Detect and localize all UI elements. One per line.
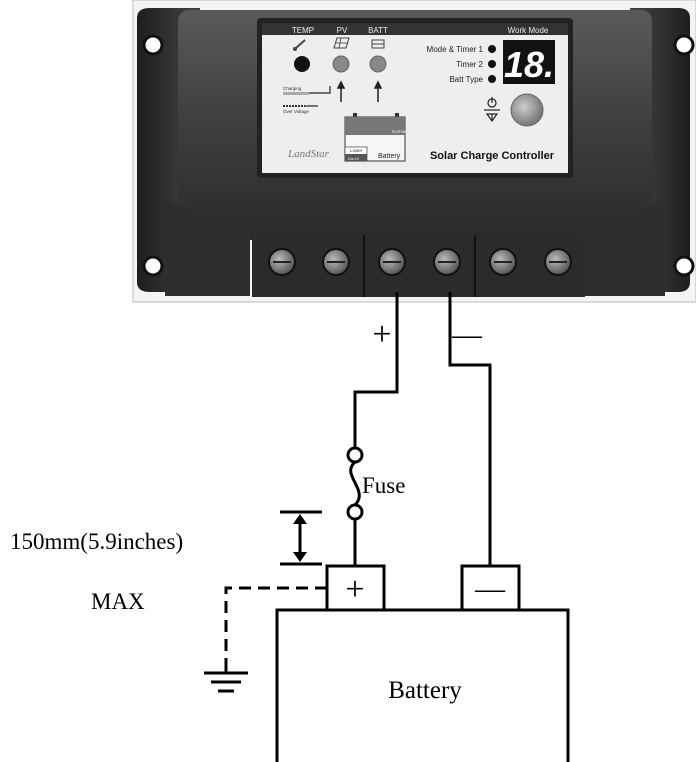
max-label: MAX [91, 589, 145, 614]
arrow-up-icon [336, 80, 383, 102]
batt-label: BATT [368, 26, 388, 35]
charging-label: Charging [283, 86, 302, 91]
battery [275, 564, 570, 762]
lower-sub-label: Dis.Hi [348, 156, 359, 161]
over-voltage-label: Over Voltage [283, 109, 310, 114]
mode-led-1 [488, 45, 496, 53]
battery-small-icon [371, 39, 385, 49]
temp-led [294, 56, 310, 72]
solar-panel-icon [333, 37, 350, 49]
battery-positive-terminal: + [345, 571, 364, 608]
pv-led [332, 55, 350, 73]
mode-led-3 [488, 75, 496, 83]
temp-label: TEMP [292, 26, 314, 35]
mode-button[interactable] [510, 93, 544, 127]
panel-title: Solar Charge Controller [430, 150, 555, 162]
work-mode-label: Work Mode [508, 26, 549, 35]
normal-label: Normal [392, 129, 407, 134]
fuse-label: Fuse [362, 473, 405, 498]
power-icon [484, 97, 500, 123]
batt-led [369, 55, 387, 73]
terminal-screw-icon [268, 248, 572, 276]
ground-icon [204, 665, 248, 693]
battery-negative-terminal: — [474, 572, 506, 605]
seven-segment-display [503, 40, 555, 84]
positive-wire [353, 292, 399, 566]
display-readout: 18. [504, 44, 554, 85]
distance-indicator [280, 510, 322, 566]
battery-label: Battery [388, 677, 462, 704]
distance-label: 150mm(5.9inches) [10, 529, 183, 554]
brand-logo: LandStar [287, 148, 330, 160]
negative-sign: — [451, 318, 483, 351]
batt-type-label: Batt Type [449, 75, 483, 84]
battery-state-icon: Normal Lower Dis.Hi Battery [344, 113, 407, 162]
terminal-block [252, 235, 585, 297]
mode-led-2 [488, 60, 496, 68]
mounting-hole-icon [142, 34, 695, 277]
ground-wire [224, 586, 327, 668]
timer2-label: Timer 2 [456, 60, 483, 69]
negative-wire [448, 292, 492, 566]
mode-timer1-label: Mode & Timer 1 [427, 45, 484, 54]
pv-label: PV [337, 26, 348, 35]
charge-controller: TEMP PV BATT Work Mode Charg [132, 0, 696, 303]
thermometer-icon [293, 39, 306, 51]
fuse-icon [346, 446, 364, 521]
battery-icon-label: Battery [378, 153, 401, 160]
lower-label: Lower [350, 148, 363, 153]
positive-sign: + [372, 316, 391, 353]
